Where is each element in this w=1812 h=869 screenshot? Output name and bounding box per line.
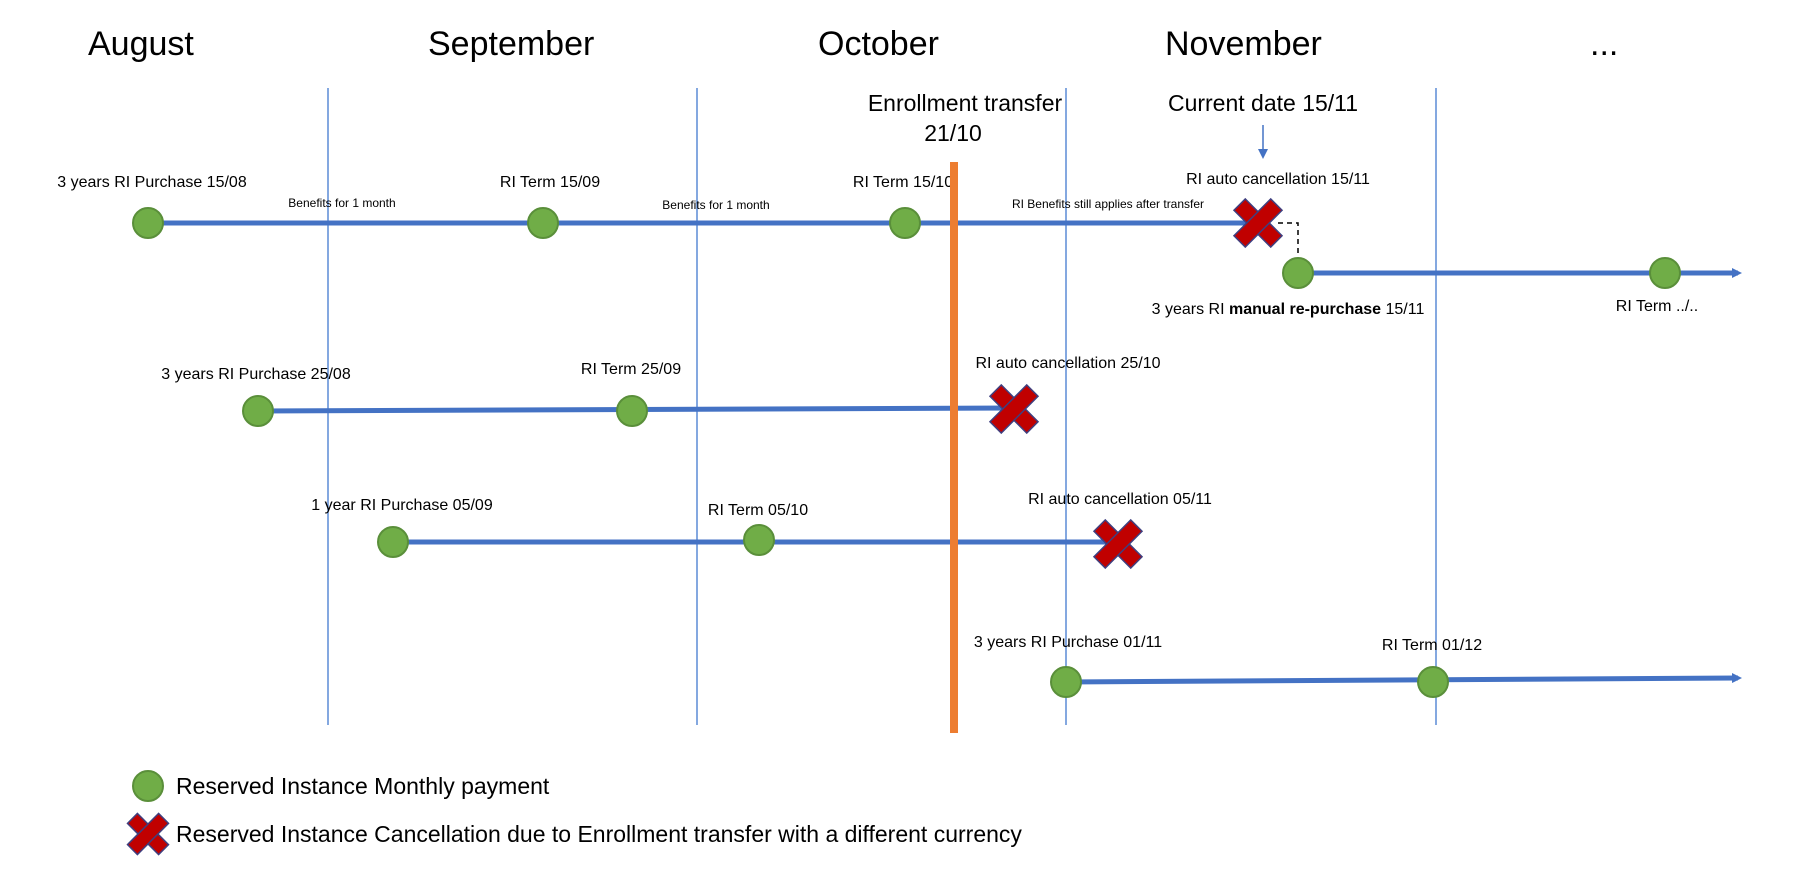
row2-cancel-label: RI auto cancellation 25/10 bbox=[975, 355, 1160, 372]
row1-cancellation-cross-icon bbox=[1232, 197, 1284, 249]
row1-benefit1-label: Benefits for 1 month bbox=[288, 196, 395, 210]
legend-cancellation-label: Reserved Instance Cancellation due to En… bbox=[176, 821, 1022, 847]
row2-term-payment-dot bbox=[616, 395, 648, 427]
row4-term-label: RI Term 01/12 bbox=[1382, 637, 1482, 654]
row4-purchase-payment-dot bbox=[1050, 666, 1082, 698]
row1b-term-payment-dot bbox=[1649, 257, 1681, 289]
month-november: November bbox=[1165, 25, 1322, 63]
row1-cancel-label: RI auto cancellation 15/11 bbox=[1186, 171, 1370, 188]
row3-purchase-label: 1 year RI Purchase 05/09 bbox=[311, 497, 493, 514]
row1-purchase-payment-dot bbox=[132, 207, 164, 239]
row1-benefit2-label: Benefits for 1 month bbox=[662, 198, 769, 212]
row2-purchase-label: 3 years RI Purchase 25/08 bbox=[161, 366, 351, 383]
row1b-repurchase-payment-dot bbox=[1282, 257, 1314, 289]
row2-cancellation-cross-icon bbox=[988, 383, 1040, 435]
month-september: September bbox=[428, 25, 594, 63]
row4-term-payment-dot bbox=[1417, 666, 1449, 698]
transfer-label-title: Enrollment transfer bbox=[868, 90, 1063, 116]
row1-purchase-label: 3 years RI Purchase 15/08 bbox=[57, 174, 247, 191]
repurchase-connector bbox=[1278, 222, 1299, 256]
row4-purchase-label: 3 years RI Purchase 01/11 bbox=[974, 634, 1162, 651]
row4-timeline-arrow bbox=[1065, 673, 1742, 685]
row1-term2-label: RI Term 15/10 bbox=[853, 174, 953, 191]
row3-term-payment-dot bbox=[743, 524, 775, 556]
row2-term-label: RI Term 25/09 bbox=[581, 361, 681, 378]
month-ellipsis: ... bbox=[1590, 25, 1618, 63]
legend-payment-dot-icon bbox=[132, 770, 164, 802]
row1b-term-label: RI Term ../.. bbox=[1616, 298, 1698, 315]
legend-payment-label: Reserved Instance Monthly payment bbox=[176, 773, 550, 799]
row3-purchase-payment-dot bbox=[377, 526, 409, 558]
row1-benefit3-label: RI Benefits still applies after transfer bbox=[1012, 197, 1204, 211]
month-august: August bbox=[88, 25, 194, 63]
row3-cancellation-cross-icon bbox=[1092, 518, 1144, 570]
row1-term1-payment-dot bbox=[527, 207, 559, 239]
current-date-label: Current date 15/11 bbox=[1168, 90, 1358, 116]
row1-term1-label: RI Term 15/09 bbox=[500, 174, 600, 191]
row1-term2-payment-dot bbox=[889, 207, 921, 239]
row2-purchase-payment-dot bbox=[242, 395, 274, 427]
legend-cancellation-cross-icon bbox=[126, 812, 170, 856]
row3-cancel-label: RI auto cancellation 05/11 bbox=[1028, 491, 1212, 508]
month-october: October bbox=[818, 25, 939, 63]
row1b-repurchase-label: 3 years RI manual re-purchase 15/11 bbox=[1152, 301, 1425, 318]
transfer-label-date: 21/10 bbox=[924, 120, 982, 146]
row3-term-label: RI Term 05/10 bbox=[708, 502, 808, 519]
